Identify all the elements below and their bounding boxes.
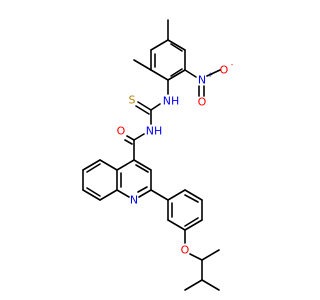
bond <box>82 189 101 201</box>
atom-s: S <box>129 94 136 107</box>
bond <box>184 194 199 203</box>
bond <box>135 105 150 115</box>
atom-n-quinoline: N <box>130 194 138 207</box>
atom-nh-lower: NH <box>146 125 163 138</box>
bond <box>167 69 186 81</box>
bond <box>170 68 183 77</box>
atom-o-amide: O <box>117 125 126 138</box>
bond <box>201 249 220 261</box>
bond <box>126 135 135 141</box>
bond <box>135 164 149 173</box>
bond <box>133 59 152 71</box>
bond <box>170 43 183 52</box>
bond <box>150 69 169 81</box>
atom-o-ether: O <box>181 244 190 257</box>
bond <box>184 219 203 231</box>
bond <box>116 189 130 198</box>
bond <box>86 163 101 173</box>
atom-o-nitro-bottom: O <box>198 96 207 109</box>
bond <box>167 189 186 201</box>
quinoline-pyridine-ring <box>116 159 152 198</box>
bond <box>167 219 186 231</box>
bond <box>150 103 161 111</box>
bond <box>99 159 118 171</box>
bond <box>206 69 221 77</box>
bond <box>124 139 133 145</box>
bond <box>150 39 169 51</box>
bond <box>133 133 145 141</box>
atom-nh-upper: NH <box>163 95 180 108</box>
phenyl-ring <box>167 189 203 231</box>
bond <box>184 189 203 201</box>
bond <box>189 253 203 261</box>
bond <box>201 279 220 291</box>
bond <box>138 189 152 198</box>
charge-minus: - <box>231 61 234 69</box>
molecule-diagram: N + O - O NH S NH O N <box>82 19 234 291</box>
bond <box>82 159 101 171</box>
bond <box>150 189 169 201</box>
bond <box>99 189 118 201</box>
bond <box>184 279 203 291</box>
bond <box>116 159 135 171</box>
bond <box>167 39 186 51</box>
atom-n-nitro: N <box>198 74 206 87</box>
bond <box>137 101 152 111</box>
bond <box>184 69 197 78</box>
bond <box>86 187 101 197</box>
bond <box>133 159 152 171</box>
bond <box>137 186 148 193</box>
atom-o-nitro-top: O <box>220 64 229 77</box>
nitrophenyl-ring <box>133 19 186 81</box>
bond <box>184 217 199 227</box>
quinoline-benzo-ring <box>82 159 118 201</box>
